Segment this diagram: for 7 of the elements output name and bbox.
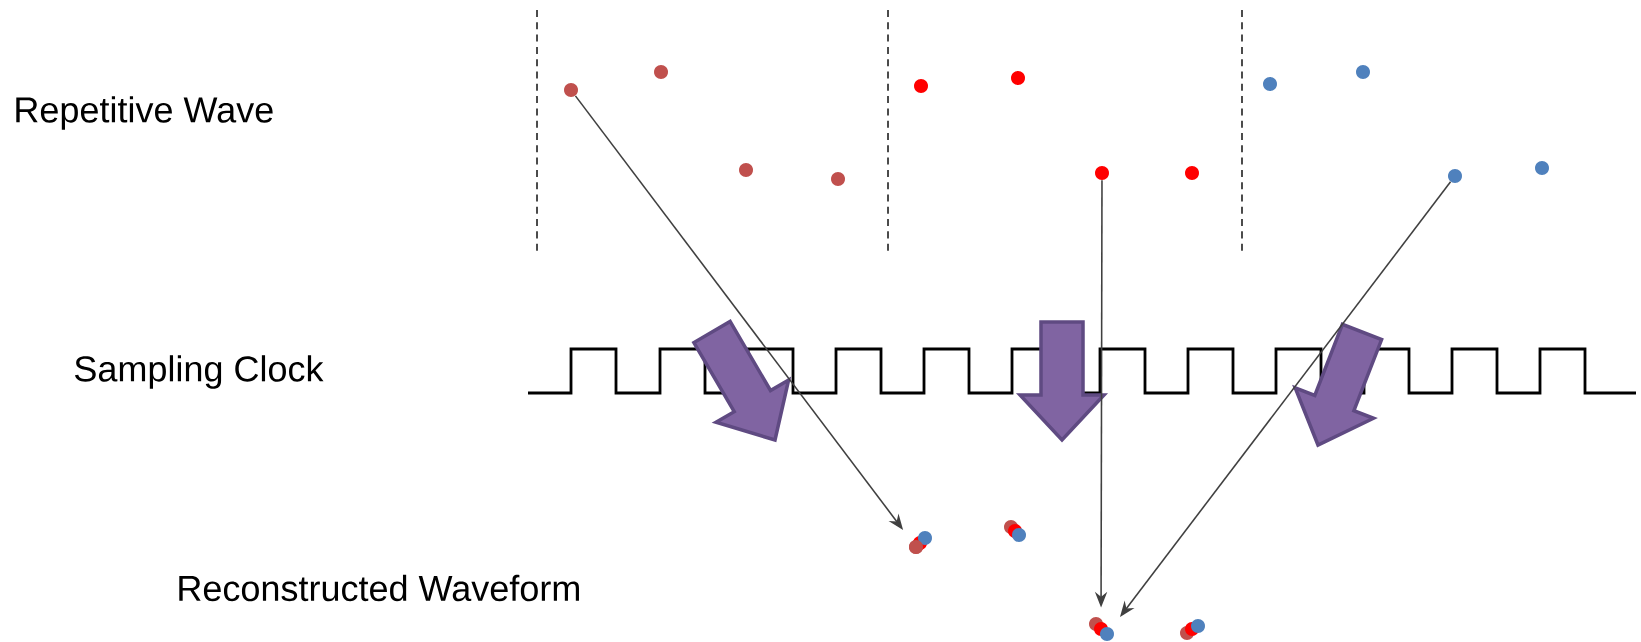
row-label: Sampling Clock [75,355,324,389]
data-point [564,83,578,97]
data-point [1095,166,1109,180]
row-label: Repetitive Wave [16,96,273,130]
row-label: Reconstructed Waveform [179,574,579,602]
data-point [1448,169,1462,183]
data-point [1100,627,1114,641]
